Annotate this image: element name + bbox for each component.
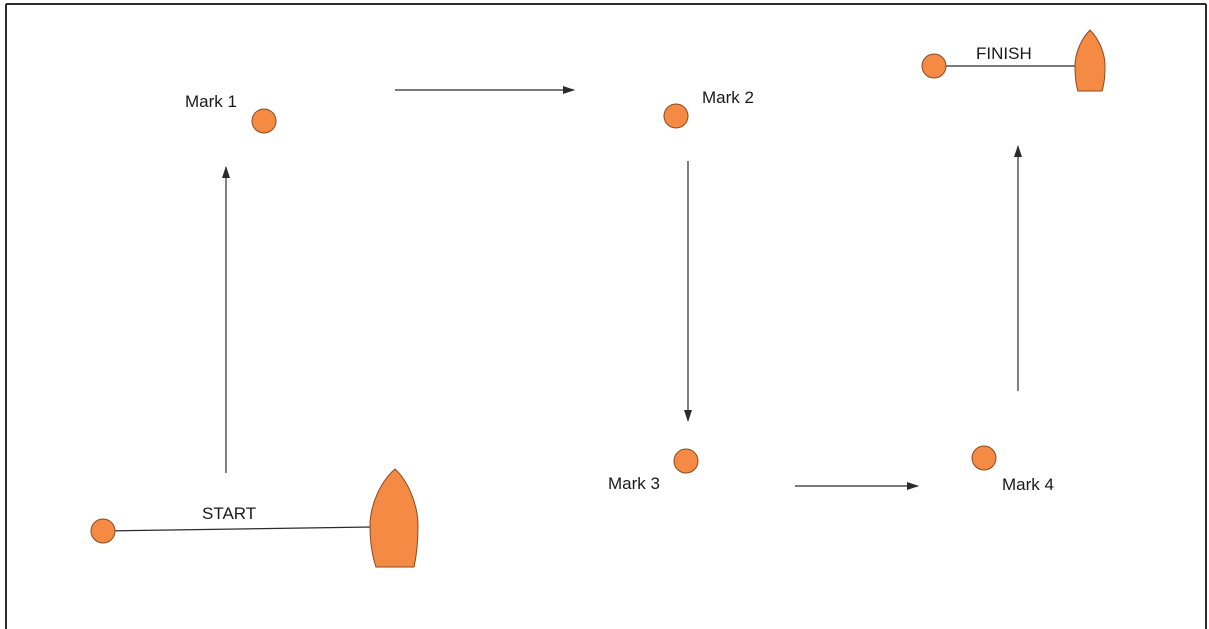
start-label: START [202, 504, 256, 523]
mark-3-label: Mark 3 [608, 474, 660, 493]
mark-3-buoy-icon [673, 448, 699, 474]
mark-1-buoy-icon [251, 108, 277, 134]
mark-1-label: Mark 1 [185, 92, 237, 111]
start-pin-buoy-icon [90, 518, 116, 544]
start-line [102, 526, 373, 532]
mark-2-label: Mark 2 [702, 88, 754, 107]
finish-boat-icon [1074, 29, 1106, 92]
mark-4-label: Mark 4 [1002, 475, 1054, 494]
start-boat-icon [369, 468, 419, 568]
mark-4-buoy-icon [971, 445, 997, 471]
mark-2-buoy-icon [663, 103, 689, 129]
finish-pin-buoy-icon [921, 53, 947, 79]
finish-label: FINISH [976, 44, 1032, 63]
